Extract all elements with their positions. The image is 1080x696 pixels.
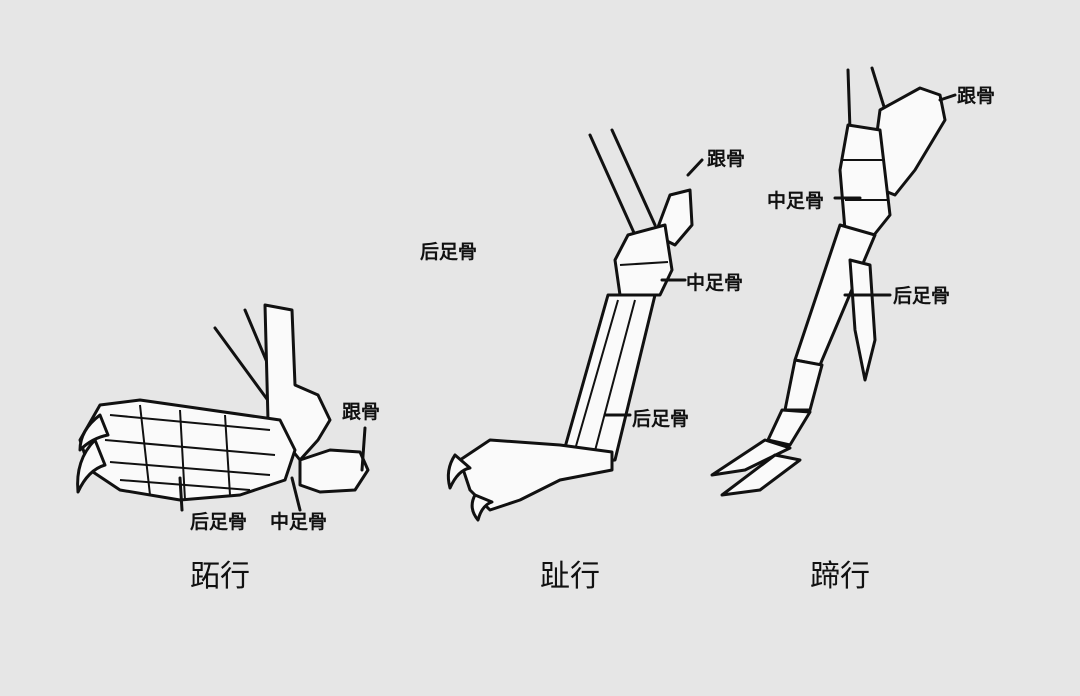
plantigrade-metatarsals-label: 中足骨 [270, 510, 327, 533]
digitigrade-metatarsals-label: 中足骨 [686, 271, 743, 294]
unguligrade-foot-illustration [710, 66, 957, 497]
unguligrade-caption: 蹄行 [810, 559, 870, 594]
unguligrade-metatarsals-label: 中足骨 [767, 189, 824, 212]
unguligrade-calcaneus-label: 跟骨 [957, 85, 995, 107]
plantigrade-calcaneus-label: 跟骨 [342, 401, 380, 423]
digitigrade-caption: 趾行 [540, 559, 600, 594]
unguligrade-tarsals-label: 后足骨 [893, 285, 950, 307]
digitigrade-foot-illustration [446, 128, 704, 522]
plantigrade-caption: 跖行 [190, 559, 250, 594]
plantigrade-foot-illustration [76, 303, 370, 512]
digitigrade-tarsals-label: 后足骨 [632, 408, 689, 430]
digitigrade-calcaneus-label: 跟骨 [707, 148, 745, 170]
floating-tarsals-label: 后足骨 [420, 241, 477, 263]
plantigrade-tarsals-label: 后足骨 [190, 511, 247, 533]
